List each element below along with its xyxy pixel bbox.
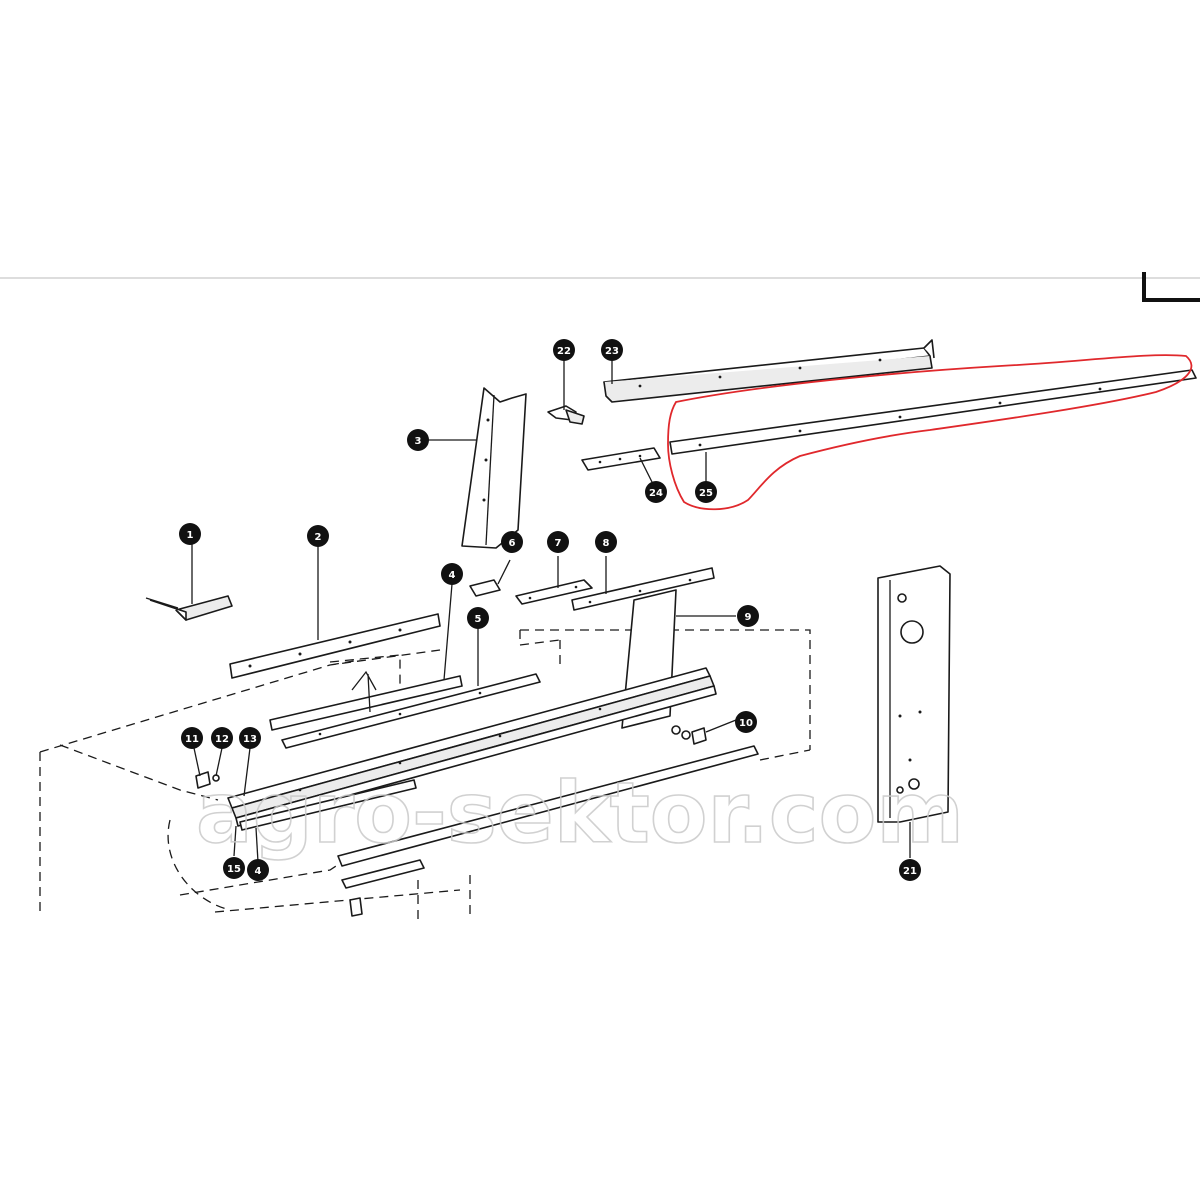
- part-21-side-frame: [877, 565, 951, 858]
- callout-22: 22: [553, 339, 575, 361]
- callout-8: 8: [595, 531, 617, 553]
- svg-text:23: 23: [605, 346, 619, 357]
- svg-text:24: 24: [649, 488, 663, 499]
- part-24-short-plate: [581, 447, 661, 483]
- svg-text:5: 5: [475, 614, 482, 625]
- callout-3: 3: [407, 429, 429, 451]
- svg-text:3: 3: [415, 436, 422, 447]
- svg-text:10: 10: [739, 718, 753, 729]
- main-rails: [227, 667, 717, 827]
- part-3-vertical-plate: [428, 387, 527, 549]
- callout-12: 12: [211, 727, 233, 749]
- callout-25: 25: [695, 481, 717, 503]
- callout-2: 2: [307, 525, 329, 547]
- callout-5: 5: [467, 607, 489, 629]
- svg-text:25: 25: [699, 488, 713, 499]
- callout-15: 15: [223, 857, 245, 879]
- svg-text:11: 11: [185, 734, 199, 745]
- svg-text:22: 22: [557, 346, 571, 357]
- svg-text:6: 6: [509, 538, 516, 549]
- part-6-small-plate: [469, 559, 511, 597]
- callout-11: 11: [181, 727, 203, 749]
- callout-4-lower: 4: [247, 859, 269, 881]
- part-22-bolt: [547, 360, 585, 425]
- part-4-angle-upper: [269, 583, 463, 731]
- svg-text:12: 12: [215, 734, 229, 745]
- callout-7: 7: [547, 531, 569, 553]
- part-25-long-strip: [669, 369, 1197, 482]
- bottom-plates: [341, 859, 425, 917]
- svg-text:1: 1: [187, 530, 194, 541]
- part-4-strip-lower: [239, 779, 417, 863]
- svg-text:13: 13: [243, 734, 257, 745]
- svg-text:4: 4: [449, 570, 456, 581]
- part-2-strip: [229, 540, 441, 679]
- part-23-angle-profile: [603, 339, 935, 403]
- part-10-bolt: [671, 719, 737, 745]
- part-8-strip: [571, 556, 715, 611]
- callout-10: 10: [735, 711, 757, 733]
- callout-13: 13: [239, 727, 261, 749]
- svg-text:15: 15: [227, 864, 241, 875]
- part-7-plate: [515, 556, 593, 605]
- svg-text:9: 9: [745, 612, 752, 623]
- svg-text:21: 21: [903, 866, 917, 877]
- callout-24: 24: [645, 481, 667, 503]
- part-1-bracket: [145, 540, 233, 621]
- part-5-strip: [281, 628, 541, 749]
- callout-23: 23: [601, 339, 623, 361]
- watermark: agro-sektor.com: [196, 764, 964, 862]
- callout-4-upper: 4: [441, 563, 463, 585]
- callout-6: 6: [501, 531, 523, 553]
- highlight-loop: [667, 354, 1193, 511]
- long-diagonal-strip: [337, 745, 759, 867]
- svg-text:8: 8: [603, 538, 610, 549]
- callout-9: 9: [737, 605, 759, 627]
- svg-text:7: 7: [555, 538, 562, 549]
- svg-text:4: 4: [255, 866, 262, 877]
- callout-21: 21: [899, 859, 921, 881]
- housing-outline: [39, 629, 811, 920]
- svg-text:2: 2: [315, 532, 322, 543]
- corner-bracket: [1142, 272, 1200, 302]
- callout-1: 1: [179, 523, 201, 545]
- hardware-11-12-13-15: [193, 747, 251, 857]
